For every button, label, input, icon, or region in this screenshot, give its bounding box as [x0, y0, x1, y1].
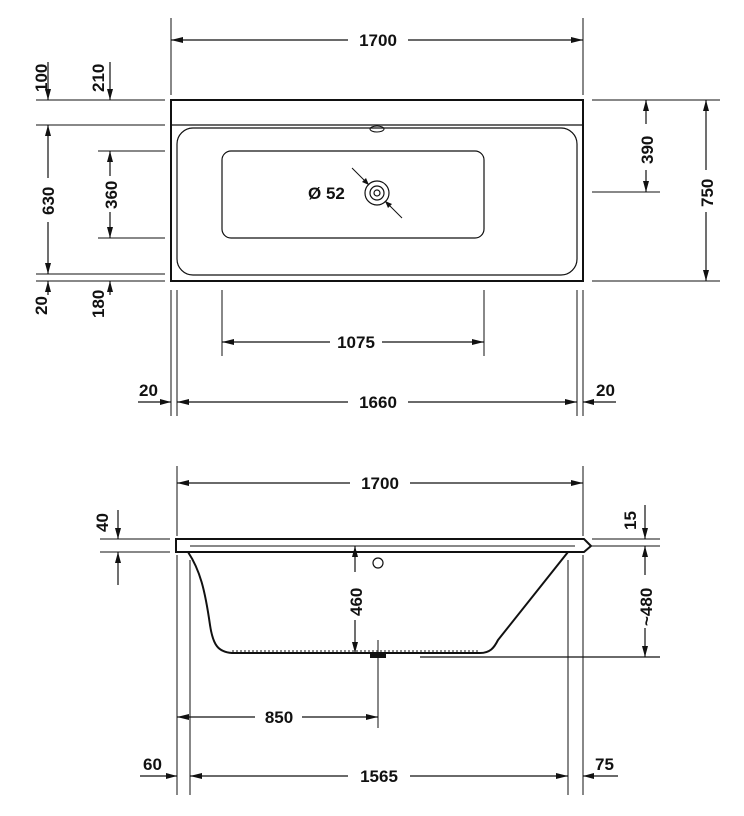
dim-drain-distance: 850 [176, 700, 378, 727]
dim-outlet-distance: 390 [638, 100, 657, 192]
svg-text:20: 20 [32, 296, 51, 315]
dim-bottom-length: 1565 [190, 767, 568, 786]
tub-body-profile [187, 551, 569, 654]
dim-inner-width: 630 [39, 125, 58, 274]
overflow-hole [372, 557, 384, 569]
svg-text:1700: 1700 [361, 474, 399, 493]
inner-basin-outline [176, 127, 578, 276]
dim-overall-width: 750 [698, 100, 717, 281]
svg-text:630: 630 [39, 187, 58, 215]
drain-symbol [351, 167, 403, 219]
dim-basin-length: 1075 [222, 333, 484, 352]
svg-text:360: 360 [102, 181, 121, 209]
dim-total-height: ~480 [637, 546, 656, 657]
dim-left-offset: 60 [140, 755, 177, 779]
svg-text:60: 60 [143, 755, 162, 774]
dim-side-rim-left: 20 [138, 381, 171, 405]
svg-text:20: 20 [139, 381, 158, 400]
svg-text:850: 850 [265, 708, 293, 727]
dim-overall-length-section: 1700 [176, 466, 584, 536]
svg-text:460: 460 [347, 588, 366, 616]
dim-rim-front-depth: 20 [32, 281, 51, 315]
svg-text:40: 40 [93, 513, 112, 532]
svg-text:1075: 1075 [337, 333, 375, 352]
svg-text:1565: 1565 [360, 767, 398, 786]
bottom-area-outline [221, 150, 485, 239]
svg-text:1660: 1660 [359, 393, 397, 412]
section-view: 1700 460 [93, 466, 660, 795]
outlet-diameter-label: Ø 52 [308, 184, 345, 203]
overflow-outlet [369, 125, 385, 133]
dim-rim-thickness: 40 [93, 510, 170, 585]
dim-rim-back-depth: 100 [32, 62, 51, 100]
dim-rim-lip: 15 [592, 505, 660, 547]
dim-overall-length-plan: 1700 [170, 18, 584, 95]
svg-text:180: 180 [89, 290, 108, 318]
dim-inner-length: 1660 [177, 393, 577, 412]
dim-right-offset: 75 [583, 755, 618, 779]
svg-text:~480: ~480 [637, 588, 656, 626]
svg-text:100: 100 [32, 64, 51, 92]
svg-text:1700: 1700 [359, 31, 397, 50]
dim-basin-front-offset: 180 [89, 281, 113, 318]
dim-basin-width: 360 [102, 151, 121, 238]
dim-rim-to-outlet: 210 [89, 62, 113, 100]
plan-view: Ø 52 1700 100 210 [32, 18, 720, 416]
svg-text:750: 750 [698, 179, 717, 207]
svg-text:210: 210 [89, 64, 108, 92]
svg-text:75: 75 [595, 755, 614, 774]
tub-outline-plan [170, 99, 584, 282]
svg-text:15: 15 [621, 511, 640, 530]
dim-side-rim-right: 20 [583, 381, 616, 405]
tub-rim-section [175, 538, 593, 553]
dim-depth: 460 [347, 546, 366, 653]
svg-text:390: 390 [638, 136, 657, 164]
svg-text:20: 20 [596, 381, 615, 400]
